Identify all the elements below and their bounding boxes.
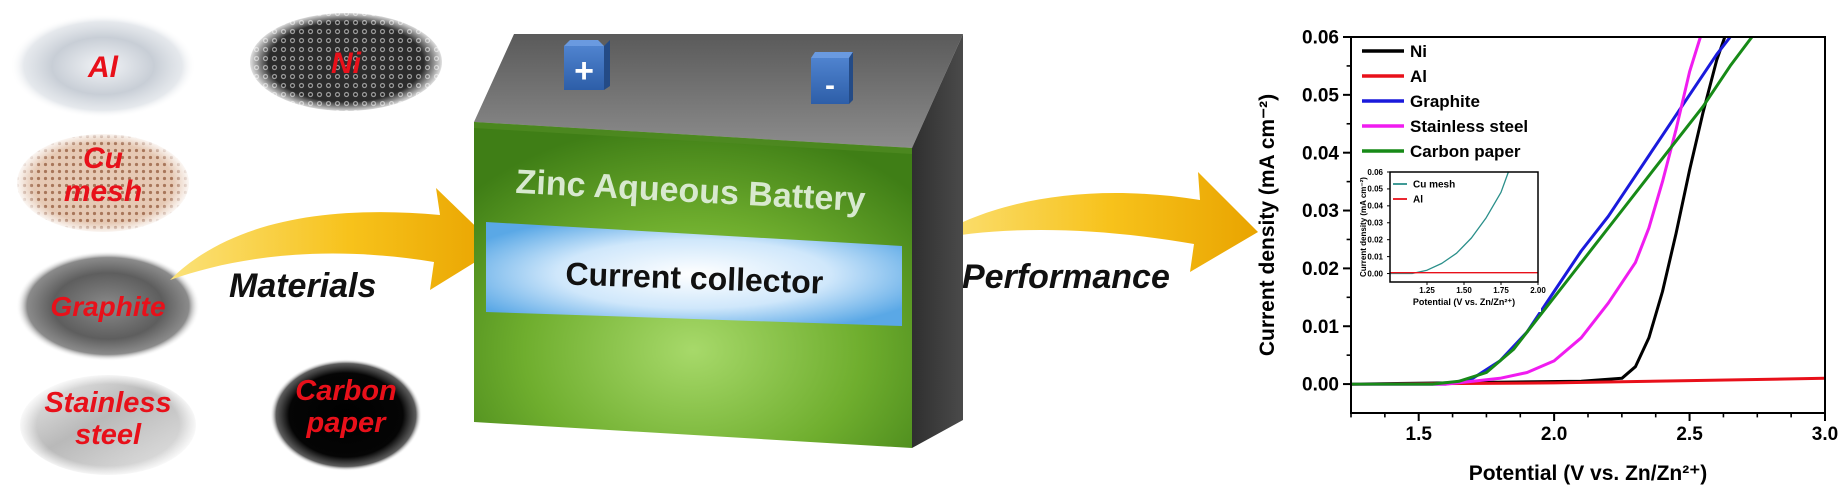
material-label: Ni	[331, 47, 362, 80]
inset-x-axis-label: Potential (V vs. Zn/Zn²⁺)	[1413, 297, 1515, 307]
collector-label: Current collector	[565, 256, 824, 301]
material-ni: Ni	[249, 12, 443, 112]
main-axes: 1.5 2.0 2.5 3.0 0.00 0.01 0.02 0.03 0.04 0.05 0.06	[1302, 28, 1838, 445]
main-series-group	[1350, 36, 1826, 386]
y-tick-label: 0.06	[1302, 28, 1339, 49]
y-tick-label: 0.01	[1367, 252, 1383, 261]
y-tick-label: 0.06	[1367, 168, 1383, 177]
materials-label: Materials	[229, 267, 376, 305]
plus-sign: +	[574, 52, 594, 90]
x-tick-label: 1.25	[1419, 286, 1435, 295]
inset-series-group	[1390, 171, 1538, 275]
performance-arrow: Performance	[930, 172, 1258, 296]
inset-background	[1355, 170, 1541, 312]
material-label-line: Cu	[83, 142, 123, 175]
legend-label: Al	[1410, 67, 1427, 86]
materials-arrow: Materials	[170, 188, 498, 305]
y-tick-label: 0.00	[1302, 375, 1339, 396]
x-tick-label: 1.50	[1456, 286, 1472, 295]
positive-terminal: +	[564, 40, 610, 90]
y-tick-label: 0.05	[1302, 85, 1339, 106]
x-tick-label: 1.5	[1406, 424, 1433, 445]
x-tick-label: 3.0	[1812, 424, 1838, 445]
minus-sign: -	[825, 69, 835, 102]
current-collector	[486, 222, 902, 326]
legend-label: Al	[1413, 195, 1423, 206]
inset-y-axis-label: Current density (mA cm⁻²)	[1359, 177, 1368, 277]
y-tick-label: 0.00	[1367, 269, 1383, 278]
y-tick-label: 0.01	[1302, 317, 1339, 338]
inset-chart: 1.25 1.50 1.75 2.00 0.00 0.01 0.02 0.03 0.04 0.05…	[1355, 168, 1546, 312]
y-tick-label: 0.04	[1367, 202, 1383, 211]
battery-side	[912, 34, 963, 448]
y-tick-label: 0.03	[1367, 219, 1383, 228]
legend-label: Graphite	[1410, 92, 1480, 111]
x-tick-label: 2.0	[1541, 424, 1567, 445]
material-label-line: Stainless	[44, 387, 171, 419]
legend-label: Cu mesh	[1413, 180, 1455, 191]
y-tick-label: 0.05	[1367, 185, 1383, 194]
legend-label: Stainless steel	[1410, 117, 1528, 136]
y-tick-label: 0.02	[1367, 235, 1383, 244]
y-tick-label: 0.03	[1302, 201, 1339, 222]
series-line	[1351, 36, 1702, 386]
series-line	[1350, 36, 1727, 386]
main-chart: 1.5 2.0 2.5 3.0 0.00 0.01 0.02 0.03 0.04 0.05 0.06…	[1256, 28, 1838, 485]
inset-axes: 1.25 1.50 1.75 2.00 0.00 0.01 0.02 0.03 0.04 0.05…	[1367, 168, 1546, 295]
material-label: Al	[87, 51, 119, 84]
x-tick-label: 2.5	[1676, 424, 1703, 445]
material-al: Al	[10, 14, 196, 118]
material-graphite: Graphite	[16, 251, 200, 361]
material-label-line: Carbon	[295, 375, 397, 407]
series-line	[1351, 36, 1754, 386]
x-tick-label: 1.75	[1493, 286, 1509, 295]
material-label-line: mesh	[64, 175, 142, 208]
main-x-axis-label: Potential (V vs. Zn/Zn²⁺)	[1469, 462, 1708, 485]
battery: + - Zinc Aqueous Battery Current collect…	[474, 34, 963, 448]
legend-label: Ni	[1410, 42, 1427, 61]
performance-label: Performance	[962, 258, 1170, 296]
main-y-axis-label: Current density (mA cm⁻²)	[1256, 94, 1279, 356]
legend-label: Carbon paper	[1410, 142, 1521, 161]
negative-terminal: -	[811, 52, 853, 104]
y-tick-label: 0.04	[1302, 143, 1339, 164]
y-tick-label: 0.02	[1302, 259, 1339, 280]
material-label: Graphite	[50, 291, 165, 322]
material-label-line: paper	[306, 407, 388, 439]
x-tick-label: 2.00	[1530, 286, 1546, 295]
material-label-line: steel	[75, 419, 142, 451]
